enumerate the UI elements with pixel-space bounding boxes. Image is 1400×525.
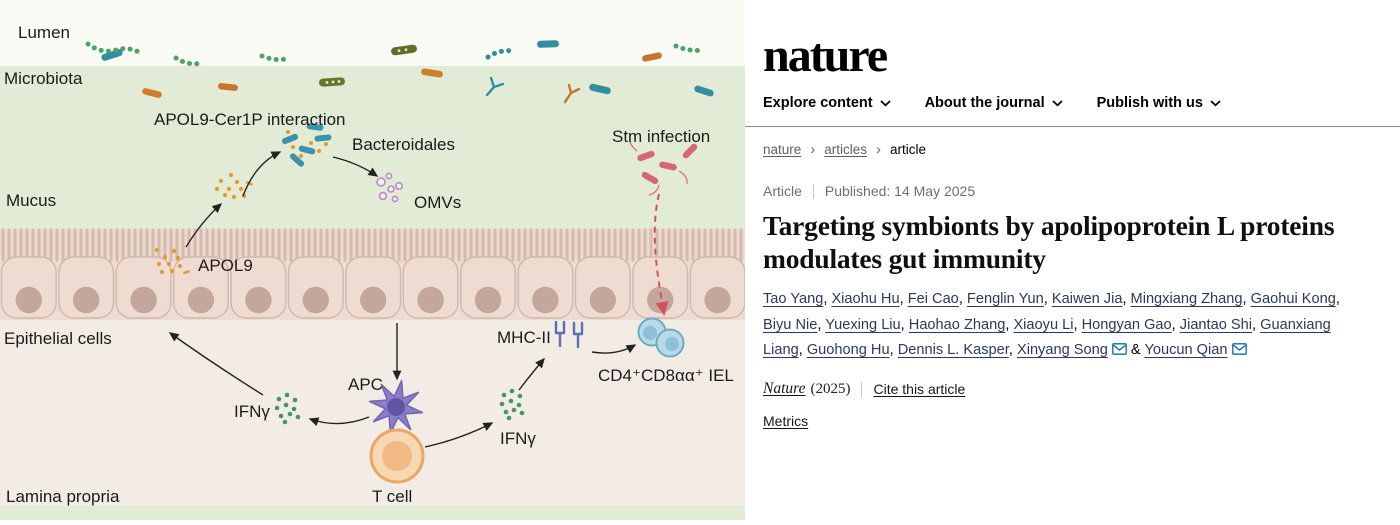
journal-row: Nature (2025) Cite this article [763, 380, 1352, 398]
gut-immunity-figure: Lumen Microbiota APOL9-Cer1P interaction… [0, 23, 746, 520]
label-epithelial-cells: Epithelial cells [4, 329, 112, 348]
label-omvs: OMVs [414, 193, 461, 212]
nav-explore-content[interactable]: Explore content [763, 95, 891, 111]
label-apc: APC [348, 375, 383, 394]
chevron-right-icon: › [810, 141, 816, 158]
email-icon[interactable] [1112, 343, 1127, 356]
author-link[interactable]: Biyu Nie [763, 316, 818, 333]
top-nav: Explore content About the journal Publis… [763, 95, 1352, 111]
breadcrumb: nature › articles › article [763, 142, 1352, 157]
author-link[interactable]: Kaiwen Jia [1051, 291, 1123, 307]
breadcrumb-article: article [890, 142, 927, 157]
vertical-divider [812, 183, 814, 199]
chevron-down-icon [880, 100, 890, 107]
t-cell [369, 428, 425, 484]
epithelial-cell-row [0, 256, 746, 319]
author-link[interactable]: Fenglin Yun [966, 291, 1044, 307]
label-apol9-cer1p: APOL9-Cer1P interaction [154, 110, 346, 129]
author-link[interactable]: Hongyan Gao [1081, 316, 1172, 333]
apol9-cer1p-dots [214, 172, 253, 200]
label-apol9: APOL9 [198, 256, 253, 275]
breadcrumb-articles[interactable]: articles [824, 142, 868, 157]
nav-about-the-journal[interactable]: About the journal [925, 95, 1063, 111]
nav-publish-with-us[interactable]: Publish with us [1097, 95, 1221, 111]
mhc2-icons [554, 320, 584, 349]
cite-this-article-link[interactable]: Cite this article [873, 381, 966, 398]
author-link[interactable]: Jiantao Shi [1179, 316, 1252, 333]
author-link[interactable]: Xiaohu Hu [831, 291, 900, 307]
apc-cell [368, 379, 424, 435]
label-mucus: Mucus [6, 191, 56, 210]
author-link[interactable]: Youcun Qian [1144, 342, 1228, 359]
author-link[interactable]: Guanxiang Liang [763, 316, 1331, 359]
chevron-down-icon [1210, 100, 1221, 107]
published-date: Published: 14 May 2025 [824, 183, 976, 199]
author-link[interactable]: Xinyang Song [1016, 342, 1108, 359]
apol9-dots [154, 247, 190, 275]
label-lamina-propria: Lamina propria [6, 487, 120, 506]
nature-logo[interactable]: nature [763, 29, 888, 82]
stm-bacteria [629, 137, 698, 196]
label-lumen: Lumen [18, 23, 70, 42]
metrics-link[interactable]: Metrics [763, 413, 809, 430]
article-type-label: Article [763, 183, 802, 199]
author-link[interactable]: Mingxiang Zhang [1130, 291, 1243, 307]
iel-cells [637, 317, 685, 358]
journal-year: (2025) [810, 380, 851, 397]
brush-border [1, 228, 743, 262]
journal-link[interactable]: Nature [763, 380, 806, 398]
header-divider [745, 126, 1400, 127]
vertical-divider [861, 381, 863, 397]
chevron-right-icon: › [876, 141, 882, 158]
author-link[interactable]: Dennis L. Kasper [897, 342, 1009, 359]
nav-label: Publish with us [1096, 95, 1203, 111]
author-link[interactable]: Gaohui Kong [1250, 291, 1336, 307]
email-icon[interactable] [1231, 343, 1247, 356]
pathway-arrows [168, 151, 637, 448]
figure-labels: Lumen Microbiota APOL9-Cer1P interaction… [4, 23, 734, 506]
author-link[interactable]: Tao Yang [763, 291, 824, 307]
ifng-right-dots [499, 388, 525, 421]
label-mhc2: MHC-II [497, 328, 551, 347]
figure-panel: Lumen Microbiota APOL9-Cer1P interaction… [0, 23, 746, 520]
microbiota-bacteria [85, 40, 714, 104]
label-cd4-iel: CD4⁺CD8αα⁺ IEL [598, 366, 734, 385]
chevron-down-icon [1052, 100, 1062, 107]
label-ifng-left: IFNγ [234, 402, 270, 421]
label-ifng-right: IFNγ [500, 429, 536, 448]
breadcrumb-nature[interactable]: nature [763, 142, 802, 157]
nav-label: About the journal [924, 95, 1045, 111]
author-link[interactable]: Yuexing Liu [825, 316, 901, 333]
label-t-cell: T cell [372, 487, 412, 506]
label-microbiota: Microbiota [4, 69, 83, 88]
page-title: Targeting symbionts by apolipoprotein L … [763, 210, 1335, 274]
article-meta: Article Published: 14 May 2025 [763, 183, 1352, 199]
author-link[interactable]: Xiaoyu Li [1013, 316, 1074, 333]
label-bacteroidales: Bacteroidales [352, 135, 455, 154]
label-stm-infection: Stm infection [612, 127, 710, 146]
author-link[interactable]: Fei Cao [907, 291, 959, 307]
author-link[interactable]: Guohong Hu [806, 342, 890, 359]
ifng-left-dots [274, 392, 301, 425]
author-conjunction: & [1126, 342, 1145, 359]
author-link[interactable]: Haohao Zhang [908, 316, 1006, 333]
metrics-row: Metrics [763, 413, 1352, 431]
bacteroidales-cluster [281, 123, 332, 167]
nav-label: Explore content [763, 95, 873, 111]
article-panel: nature Explore content About the journal… [745, 0, 1400, 520]
author-list: Tao Yang, Xiaohu Hu, Fei Cao, Fenglin Yu… [763, 291, 1340, 359]
omv-cluster [376, 172, 403, 203]
stm-invasion-arrow [653, 193, 669, 316]
